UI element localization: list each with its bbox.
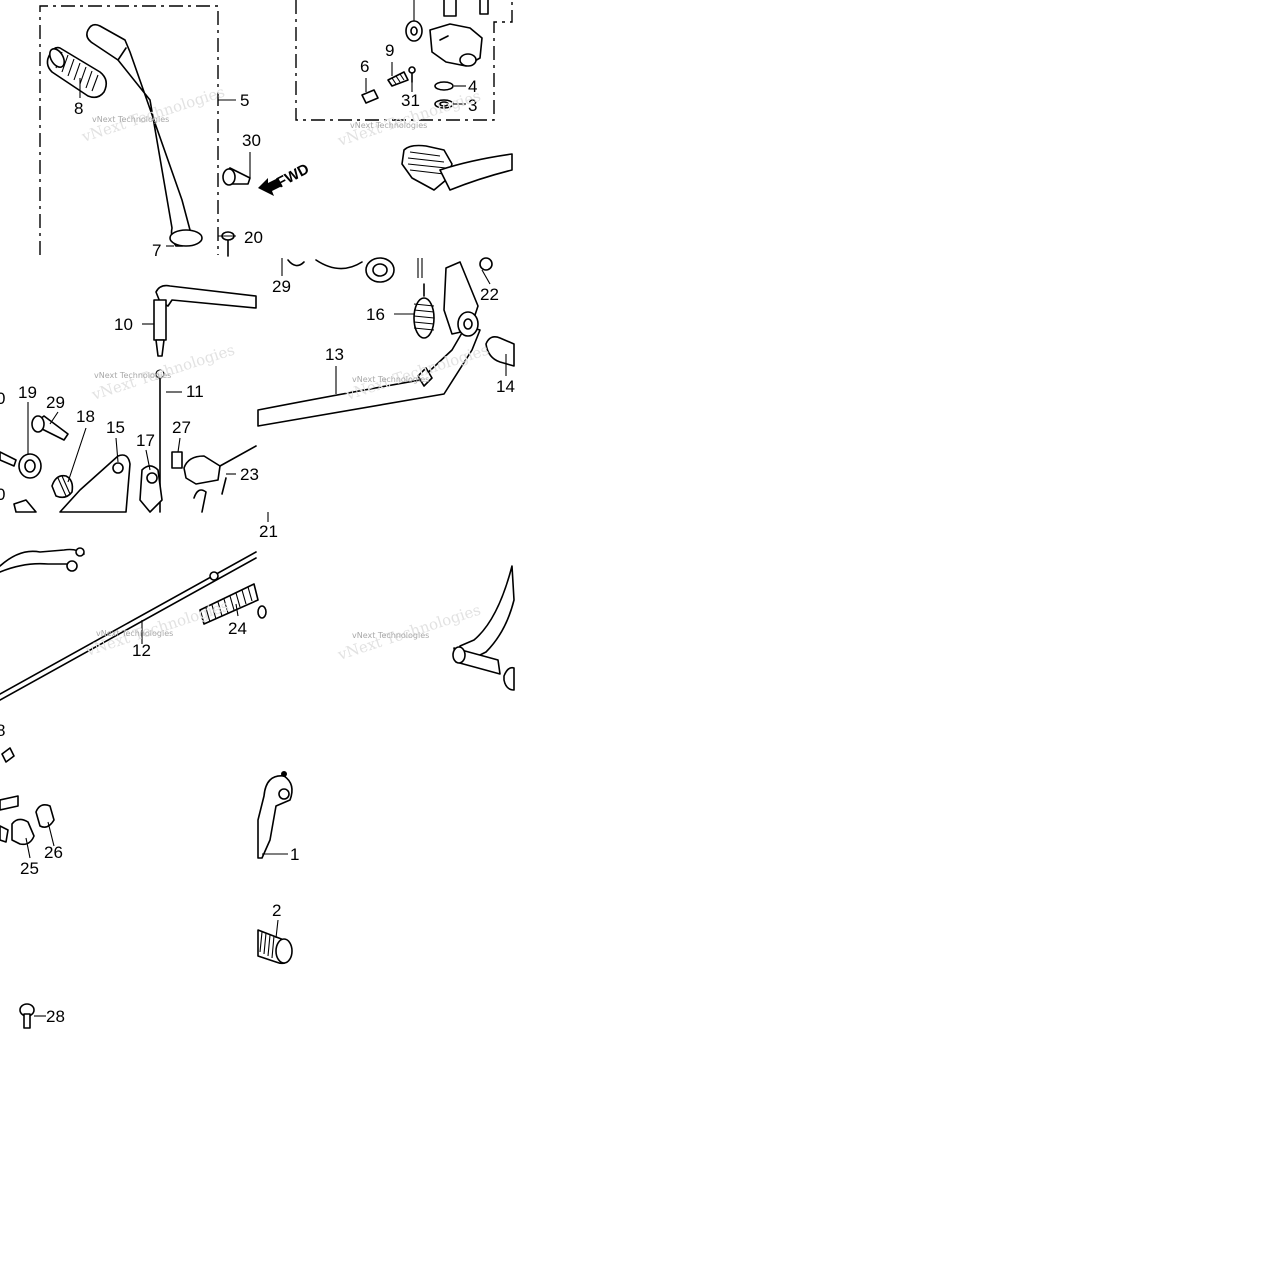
callout-29-left: 29 <box>46 393 65 412</box>
callout-19: 19 <box>18 383 37 402</box>
callout-3: 3 <box>468 96 477 115</box>
callout-27: 27 <box>172 418 191 437</box>
callout-20-top: 20 <box>244 228 263 247</box>
bolt-28 <box>19 1003 35 1029</box>
callout-28: 28 <box>46 1007 65 1026</box>
callout-30: 30 <box>242 131 261 150</box>
callout-29-right: 29 <box>272 277 291 296</box>
svg-text:vNext Technologies: vNext Technologies <box>350 121 427 130</box>
svg-text:vNext Technologies: vNext Technologies <box>352 631 429 640</box>
pedal-arm-1 <box>257 771 293 859</box>
callout-17: 17 <box>136 431 155 450</box>
grip-2 <box>257 929 293 965</box>
callout-20-lower: 0 <box>0 485 5 504</box>
callout-2: 2 <box>272 901 281 920</box>
callout-16: 16 <box>366 305 385 324</box>
svg-text:vNext Technologies: vNext Technologies <box>352 375 429 384</box>
svg-text:vNext Technologies: vNext Technologies <box>92 115 169 124</box>
brake-pedal-pad <box>401 144 513 191</box>
brake-rod-group <box>0 547 267 1029</box>
callout-8-partial: 8 <box>0 721 5 740</box>
callout-26: 26 <box>44 843 63 862</box>
return-spring-16 <box>413 283 435 339</box>
callout-6: 6 <box>360 57 369 76</box>
spring-24 <box>199 583 259 625</box>
callout-labels: 8 5 30 7 20 9 6 31 4 3 29 22 16 13 14 10… <box>0 41 515 1026</box>
callout-12: 12 <box>132 641 151 660</box>
callout-24: 24 <box>228 619 247 638</box>
step-bar-group <box>452 565 515 691</box>
callout-11: 11 <box>186 382 204 401</box>
kick-boss-group <box>295 0 513 191</box>
leader-lines <box>25 0 507 1017</box>
callout-14: 14 <box>496 377 515 396</box>
callout-10: 10 <box>114 315 133 334</box>
callout-31: 31 <box>401 91 420 110</box>
callout-8: 8 <box>74 99 83 118</box>
svg-text:vNext Technologies: vNext Technologies <box>96 629 173 638</box>
callout-21: 21 <box>259 522 278 541</box>
callout-4: 4 <box>468 77 477 96</box>
callout-15: 15 <box>106 418 125 437</box>
callout-7: 7 <box>152 241 161 260</box>
callout-25: 25 <box>20 859 39 878</box>
callout-9: 9 <box>385 41 394 60</box>
kick-grip <box>46 46 108 99</box>
bolt-30 <box>222 167 251 186</box>
callout-1: 1 <box>290 845 299 864</box>
brake-pedal-arm <box>257 325 481 427</box>
brake-pivot-group <box>0 284 257 513</box>
svg-text:vNext Technologies: vNext Technologies <box>94 371 171 380</box>
callout-18: 18 <box>76 407 95 426</box>
callout-23: 23 <box>240 465 259 484</box>
callout-22: 22 <box>480 285 499 304</box>
svg-text:FWD: FWD <box>274 160 312 191</box>
callout-5: 5 <box>240 91 249 110</box>
callout-13: 13 <box>325 345 344 364</box>
fwd-arrow: FWD <box>258 160 312 196</box>
brake-pedal-group <box>257 257 515 427</box>
callout-20-left: 0 <box>0 389 5 408</box>
